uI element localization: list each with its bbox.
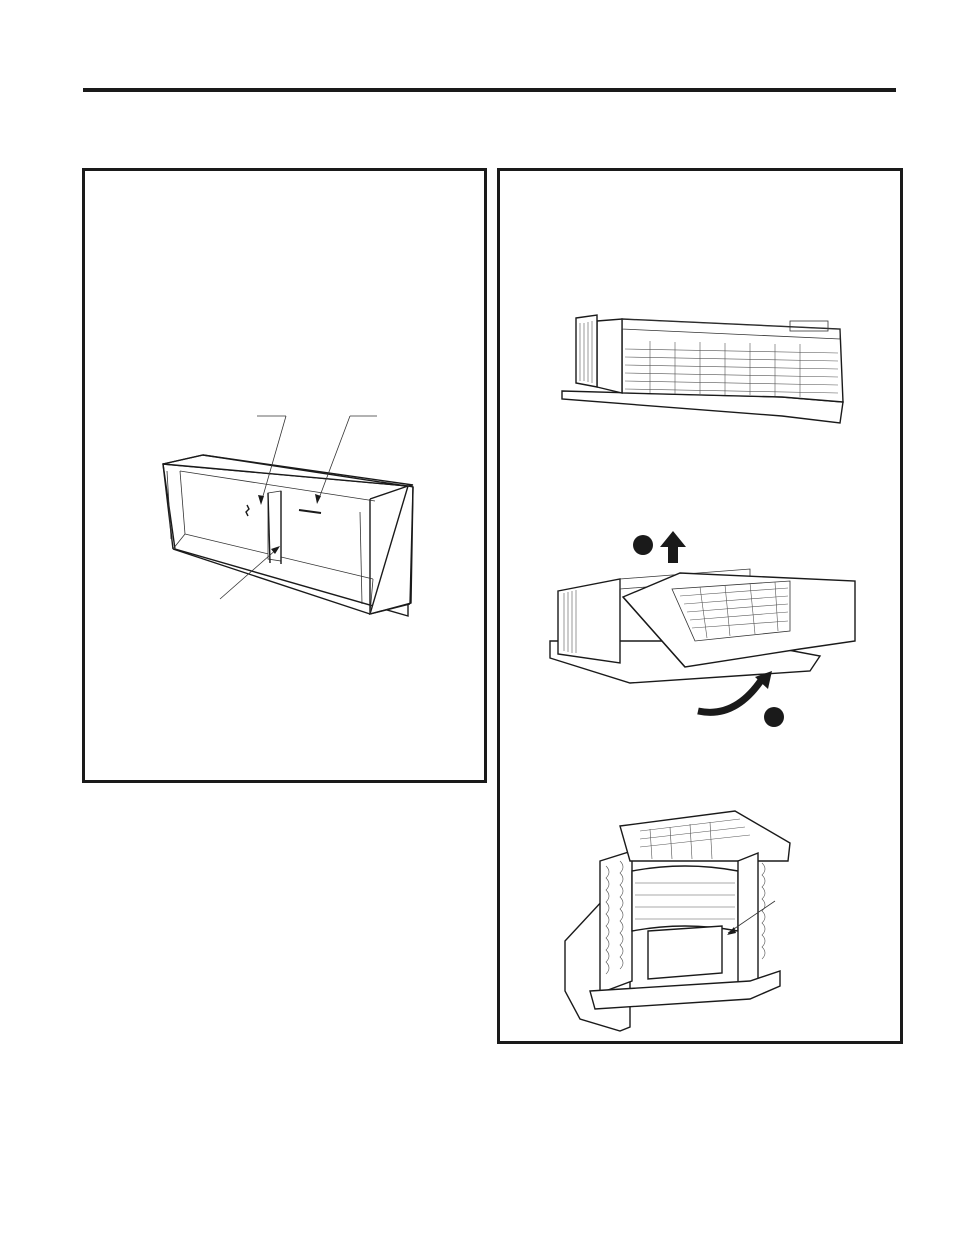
curved-arrow-icon [697,677,765,716]
up-arrow-icon [660,531,686,563]
unit-front-view [549,314,856,1032]
step-2-badge [633,535,653,555]
header-rule [83,88,896,92]
step-1-badge [764,707,784,727]
wall-sleeve-figure-panel [82,168,487,783]
wall-sleeve-drawing [162,415,414,617]
unit-figures-panel [497,168,903,1044]
